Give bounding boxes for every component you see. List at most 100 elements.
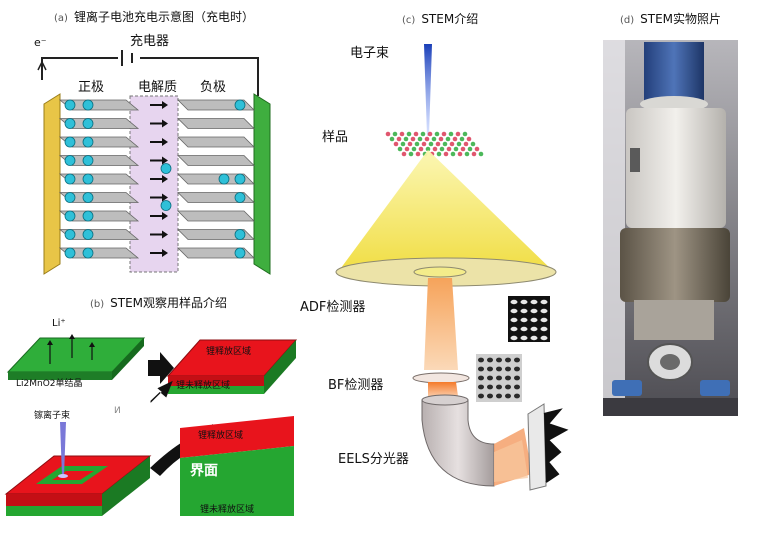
- adf-atom-dot: [510, 299, 518, 305]
- released-region-label-top: 锂释放区域: [206, 347, 252, 357]
- adf-atom-dot: [540, 317, 548, 323]
- crystal-front-face: [8, 372, 112, 380]
- ion-flow-arrow-head-icon: [162, 101, 168, 109]
- adf-atom-dot: [520, 299, 528, 305]
- li-ion-icon: [82, 247, 94, 259]
- panel-d-caption: (d)STEM实物照片: [620, 10, 721, 27]
- atom-dot: [456, 141, 462, 147]
- atom-dot: [460, 146, 466, 152]
- atom-dot: [446, 146, 452, 152]
- li-ion-icon: [64, 136, 76, 148]
- process-arrow-right: [148, 352, 174, 384]
- interface-green: [180, 446, 294, 516]
- ion-flow-arrow-head-icon: [162, 212, 168, 220]
- atom-dot: [427, 131, 433, 137]
- atom-dot: [457, 151, 463, 157]
- stem-photo: [603, 40, 738, 416]
- atom-dot: [421, 141, 427, 147]
- bf-atom-dot: [487, 393, 493, 399]
- bf-beam: [428, 382, 458, 396]
- photo-specimen-stage: [634, 300, 714, 340]
- adf-atom-dot: [530, 326, 538, 332]
- unreleased-region-label-interface: 锂未释放区域: [200, 505, 255, 515]
- atom-dot: [464, 151, 470, 157]
- atom-dot: [408, 151, 414, 157]
- atom-dot: [448, 131, 454, 137]
- anode-layer: [177, 229, 255, 240]
- li-ion-icon: [82, 99, 94, 111]
- atom-dot: [385, 131, 391, 137]
- li-ion-icon: [64, 229, 76, 240]
- li-ion-icon: [82, 118, 94, 129]
- arrow-head-icon: [69, 334, 75, 339]
- adf-atom-dot: [510, 326, 518, 332]
- atom-dot: [443, 151, 449, 157]
- arrow-mark: Ͷ: [114, 406, 121, 416]
- atom-dot: [432, 146, 438, 152]
- atom-dot: [389, 136, 395, 142]
- bf-detector: [412, 372, 470, 384]
- bf-atom-dot: [487, 375, 493, 381]
- adf-atom-dot: [540, 308, 548, 314]
- cathode-label: 正极: [78, 80, 105, 95]
- li-ion-icon: [82, 192, 94, 203]
- adf-atom-dot: [520, 317, 528, 323]
- cathode-collector: [43, 93, 61, 275]
- panel-a-title: 锂离子电池充电示意图（充电时）: [73, 10, 254, 24]
- atom-dot: [467, 146, 473, 152]
- photo-column: [626, 108, 726, 228]
- anode-layer: [177, 192, 255, 203]
- li-ion-label: Li⁺: [52, 318, 66, 329]
- atom-dot: [462, 131, 468, 137]
- bf-atom-dot: [505, 393, 511, 399]
- li-ion-icon: [82, 136, 94, 148]
- atom-dot: [435, 141, 441, 147]
- bf-atom-dot: [514, 366, 520, 372]
- li-ion-icon: [64, 192, 76, 203]
- anode-collector: [253, 93, 271, 275]
- photo-viewport: [660, 354, 680, 370]
- atom-dot: [397, 146, 403, 152]
- adf-atom-dot: [540, 335, 548, 341]
- panel-b-letter: (b): [90, 299, 105, 310]
- ion-flow-arrow-head-icon: [162, 138, 168, 146]
- panel-b-title: STEM观察用样品介绍: [110, 296, 228, 310]
- atom-dot: [392, 131, 398, 137]
- battery-diagram: [37, 50, 271, 275]
- bf-atom-dot: [487, 366, 493, 372]
- process-arrow-up: [150, 380, 173, 403]
- atom-dot: [470, 141, 476, 147]
- panel-d-letter: (d): [620, 15, 635, 26]
- adf-atom-dot: [530, 299, 538, 305]
- adf-atom-dot: [520, 335, 528, 341]
- atom-dot: [399, 131, 405, 137]
- ion-flow-arrow-head-icon: [162, 193, 168, 202]
- photo-gun-housing: [644, 42, 704, 104]
- adf-atom-dot: [510, 335, 518, 341]
- panel-c-caption: (c)STEM介绍: [402, 10, 478, 27]
- ion-flow-arrow-head-icon: [162, 249, 168, 257]
- atom-dot: [396, 136, 402, 142]
- wire-arrow-icon: [37, 61, 47, 71]
- adf-atom-dot: [520, 308, 528, 314]
- crystal-side-face: [112, 338, 144, 380]
- bf-atom-dot: [514, 393, 520, 399]
- bf-atom-dot: [505, 384, 511, 390]
- bf-atom-dot: [496, 393, 502, 399]
- atom-dot: [404, 146, 410, 152]
- bf-atom-dot: [487, 357, 493, 363]
- bf-atom-dot: [505, 375, 511, 381]
- unreleased-region-label-top: 锂未释放区域: [176, 381, 231, 391]
- bf-atom-dot: [496, 366, 502, 372]
- charger-label: 充电器: [130, 34, 170, 49]
- atom-dot: [434, 131, 440, 137]
- atom-dot: [428, 141, 434, 147]
- atom-dot: [424, 136, 430, 142]
- li-ion-icon: [64, 155, 76, 166]
- interface-label: 界面: [190, 463, 218, 479]
- panel-b-caption: (b) STEM观察用样品介绍: [90, 294, 227, 311]
- anode-layer: [177, 155, 255, 166]
- electrolyte-label: 电解质: [138, 80, 178, 95]
- atom-dot: [403, 136, 409, 142]
